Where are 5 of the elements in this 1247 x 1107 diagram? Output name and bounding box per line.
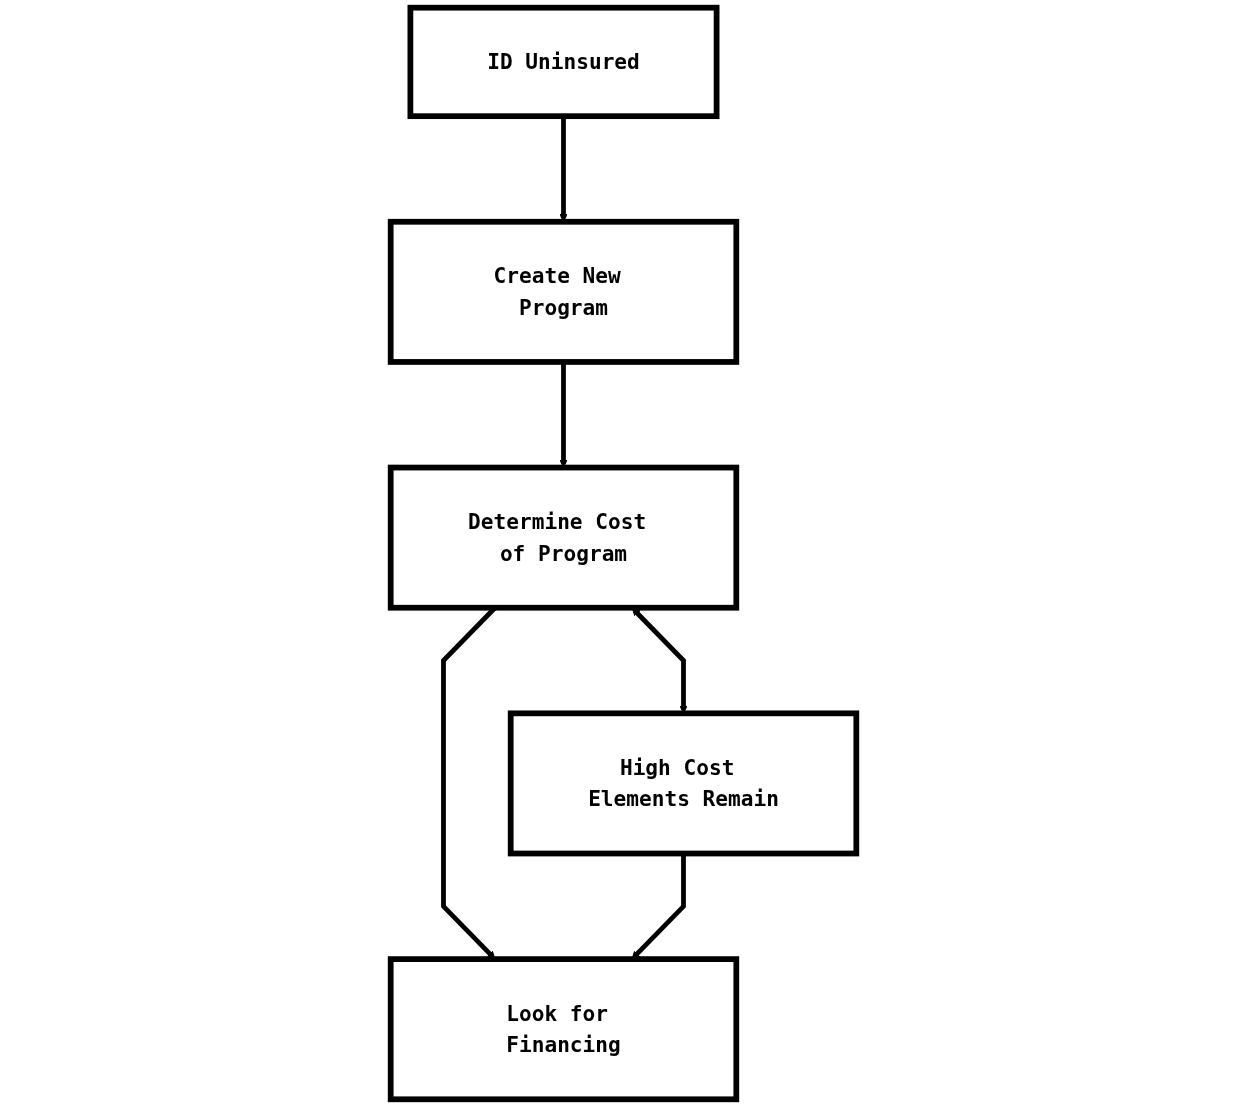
- node-box: Create New Program: [387, 218, 740, 365]
- node-box: Look for Financing: [387, 956, 740, 1103]
- node-box: High Cost Elements Remain: [507, 710, 860, 857]
- node-box: ID Uninsured: [407, 4, 720, 120]
- node-box: Determine Cost of Program: [387, 464, 740, 611]
